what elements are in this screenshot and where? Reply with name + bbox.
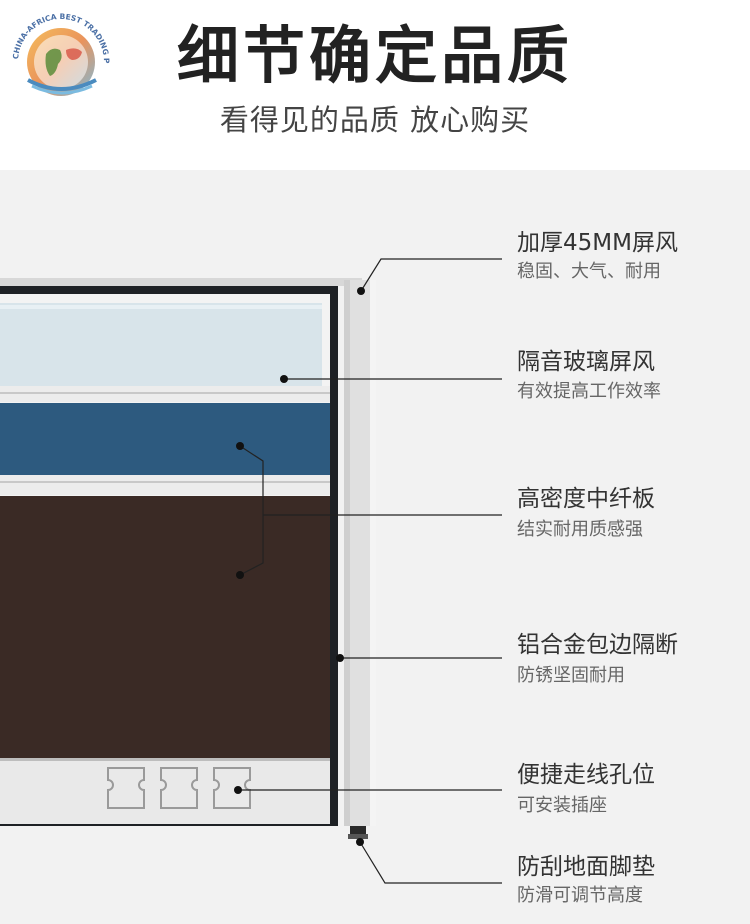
callout-title-aluminum-edge: 铝合金包边隔断 [517, 632, 678, 658]
callout-title-mdf-board: 高密度中纤板 [517, 486, 655, 512]
page-title: 细节确定品质 [176, 19, 573, 92]
callout-sub-aluminum-edge: 防锈坚固耐用 [517, 665, 625, 686]
callout-title-screen-thickness: 加厚45MM屏风 [517, 230, 678, 256]
page-subtitle: 看得见的品质 放心购买 [219, 103, 531, 137]
brand-logo-icon: CHINA-AFRICA BEST TRADING PLATFORM [8, 6, 111, 96]
callout-sub-soundproof-glass: 有效提高工作效率 [517, 381, 661, 402]
callout-title-soundproof-glass: 隔音玻璃屏风 [517, 349, 655, 375]
callout-sub-foot-pad: 防滑可调节高度 [517, 885, 643, 906]
product-detail-stage: 加厚45MM屏风 稳固、大气、耐用 隔音玻璃屏风 有效提高工作效率 高密度中纤板… [0, 170, 750, 924]
callout-sub-screen-thickness: 稳固、大气、耐用 [517, 261, 661, 282]
callout-title-foot-pad: 防刮地面脚垫 [517, 854, 655, 880]
header: CHINA-AFRICA BEST TRADING PLATFORM 细节确定品… [0, 0, 750, 170]
callout-sub-mdf-board: 结实耐用质感强 [517, 519, 643, 540]
callout-title-cable-holes: 便捷走线孔位 [517, 762, 655, 788]
callout-sub-cable-holes: 可安装插座 [517, 795, 607, 816]
partition-illustration [0, 258, 502, 884]
